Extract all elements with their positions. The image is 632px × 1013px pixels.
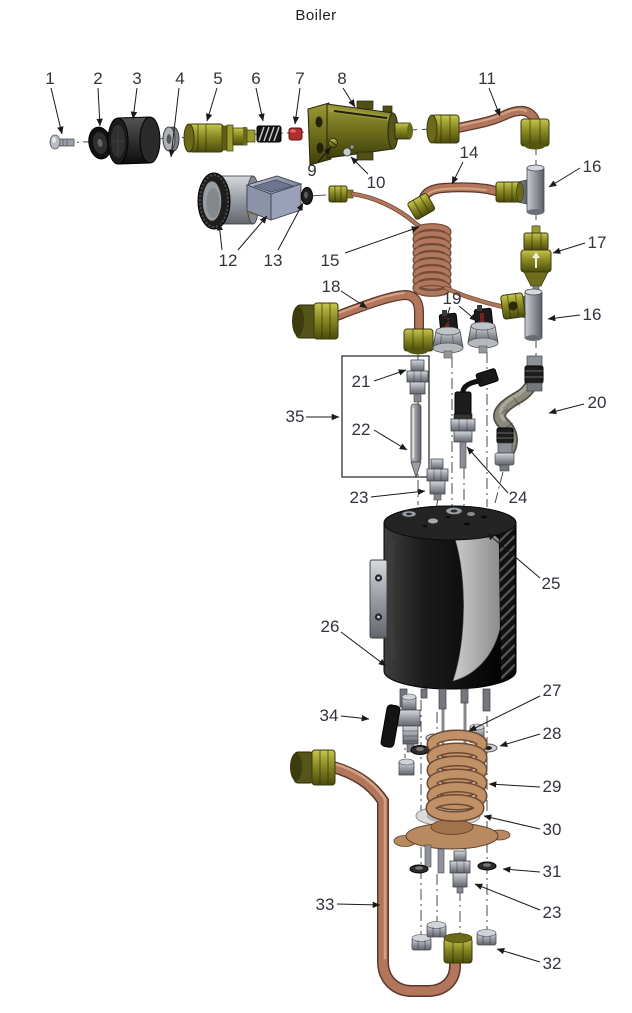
callout-35: 35 [286, 407, 305, 426]
part-34-drain-valve [380, 693, 421, 753]
part-24-temp-sensor [450, 368, 499, 469]
part-18-copper-elbow [292, 289, 434, 355]
part-15-coiled-tube [328, 185, 526, 320]
part-23-fitting-lower [449, 850, 471, 894]
callout-17: 17 [588, 233, 607, 252]
page-title: Boiler [295, 7, 336, 24]
callout-19: 19 [443, 289, 462, 308]
part-19-pressostat-right [467, 305, 499, 354]
callout-13: 13 [264, 251, 283, 270]
tube-coil [412, 223, 452, 297]
callout-9: 9 [307, 161, 316, 180]
callout-30: 30 [543, 820, 562, 839]
part-29-heating-coil [425, 729, 488, 822]
part-26-boiler-shell [369, 505, 517, 690]
part-6-spring [256, 125, 282, 143]
group-box-35 [341, 355, 430, 478]
part-21-fitting [406, 359, 429, 403]
callout-2: 2 [93, 69, 102, 88]
part-33-copper-pipe [290, 749, 473, 997]
part-14-copper-pipe [407, 181, 524, 220]
callout-8: 8 [337, 69, 346, 88]
part-32-nuts [411, 921, 497, 951]
callout-26: 26 [321, 617, 340, 636]
callout-28: 28 [543, 724, 562, 743]
callout-16-upper: 16 [583, 157, 602, 176]
callout-labels: Boiler 1 2 3 4 5 6 7 8 9 10 11 12 13 14 … [45, 7, 606, 973]
part-11-copper-pipe [426, 105, 550, 150]
part-2-disc [88, 126, 112, 160]
callout-31: 31 [543, 862, 562, 881]
callout-29: 29 [543, 777, 562, 796]
element-flange [393, 819, 511, 874]
part-20-braided-hose [493, 355, 544, 472]
part-3-knob [107, 116, 161, 165]
boiler-bracket [369, 559, 388, 639]
callout-32: 32 [543, 954, 562, 973]
callout-23-lower: 23 [543, 903, 562, 922]
gauge-bracket [245, 175, 303, 221]
part-17-check-valve [520, 225, 552, 294]
callout-3: 3 [132, 69, 141, 88]
callout-27: 27 [543, 681, 562, 700]
callout-33: 33 [316, 895, 335, 914]
part-19-pressostat-left [432, 310, 464, 359]
callout-20: 20 [588, 393, 607, 412]
callout-23-upper: 23 [350, 488, 369, 507]
callout-18: 18 [322, 277, 341, 296]
part-8-valve-body [307, 100, 413, 166]
callout-15: 15 [321, 251, 340, 270]
callout-7: 7 [295, 69, 304, 88]
callout-25: 25 [542, 574, 561, 593]
leader-lines [50, 87, 586, 963]
callout-11: 11 [478, 69, 496, 88]
callout-24: 24 [509, 488, 528, 507]
part-4-washer [162, 126, 180, 152]
callout-12: 12 [219, 251, 238, 270]
part-23-fitting-upper [426, 458, 449, 501]
part-7-red-seal [288, 127, 303, 141]
callout-14: 14 [460, 143, 479, 162]
callout-22: 22 [352, 420, 371, 439]
callout-5: 5 [213, 69, 222, 88]
callout-16-lower: 16 [583, 305, 602, 324]
part-5-valve-stem [183, 123, 256, 153]
callout-1: 1 [45, 69, 54, 88]
part-12-pressure-gauge [197, 172, 303, 230]
callout-10: 10 [367, 173, 386, 192]
part-22-probe [410, 403, 422, 479]
part-13-seal-washer [301, 187, 313, 205]
callout-4: 4 [175, 69, 184, 88]
callout-34: 34 [320, 706, 339, 725]
part-10-screw [342, 147, 352, 157]
part-1-screw [49, 134, 75, 150]
callout-21: 21 [352, 372, 371, 391]
callout-6: 6 [251, 69, 260, 88]
part-31-orings [409, 861, 497, 874]
